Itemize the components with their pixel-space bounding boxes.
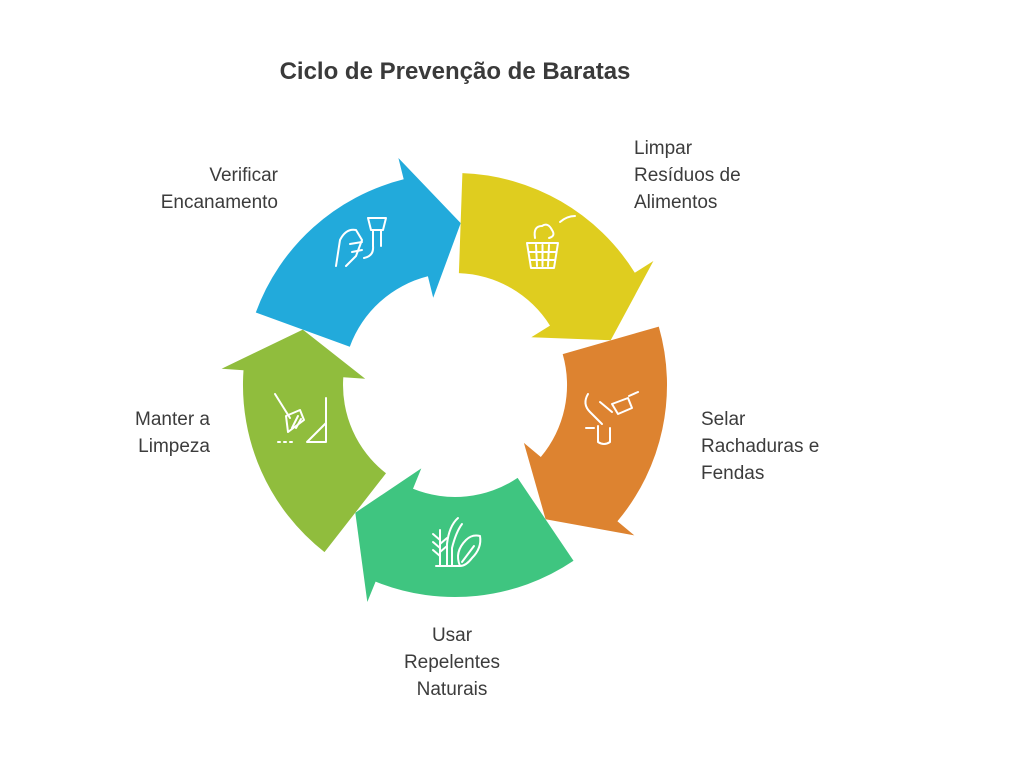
step-label-selar-rachaduras: Selar Rachaduras e Fendas <box>701 409 820 484</box>
broom-icon <box>274 393 327 443</box>
step-label-limpar-residuos: Limpar Resíduos de Alimentos <box>634 138 741 213</box>
arrow-segment-manter-limpeza <box>221 329 386 553</box>
plumbing-pipe-icon <box>335 217 387 267</box>
herb-leaf-icon <box>432 517 482 567</box>
trash-basket-icon <box>526 215 576 269</box>
step-label-manter-limpeza: Manter a Limpeza <box>135 409 210 457</box>
arrow-segment-selar-rachaduras <box>523 326 668 536</box>
caulk-gun-icon <box>584 391 639 445</box>
arrow-segment-usar-repelentes <box>355 468 574 602</box>
step-label-usar-repelentes: Usar Repelentes Naturais <box>403 625 501 700</box>
diagram-title: Ciclo de Prevenção de Baratas <box>279 58 631 85</box>
step-label-verificar-encanamento: Verificar Encanamento <box>160 165 278 213</box>
